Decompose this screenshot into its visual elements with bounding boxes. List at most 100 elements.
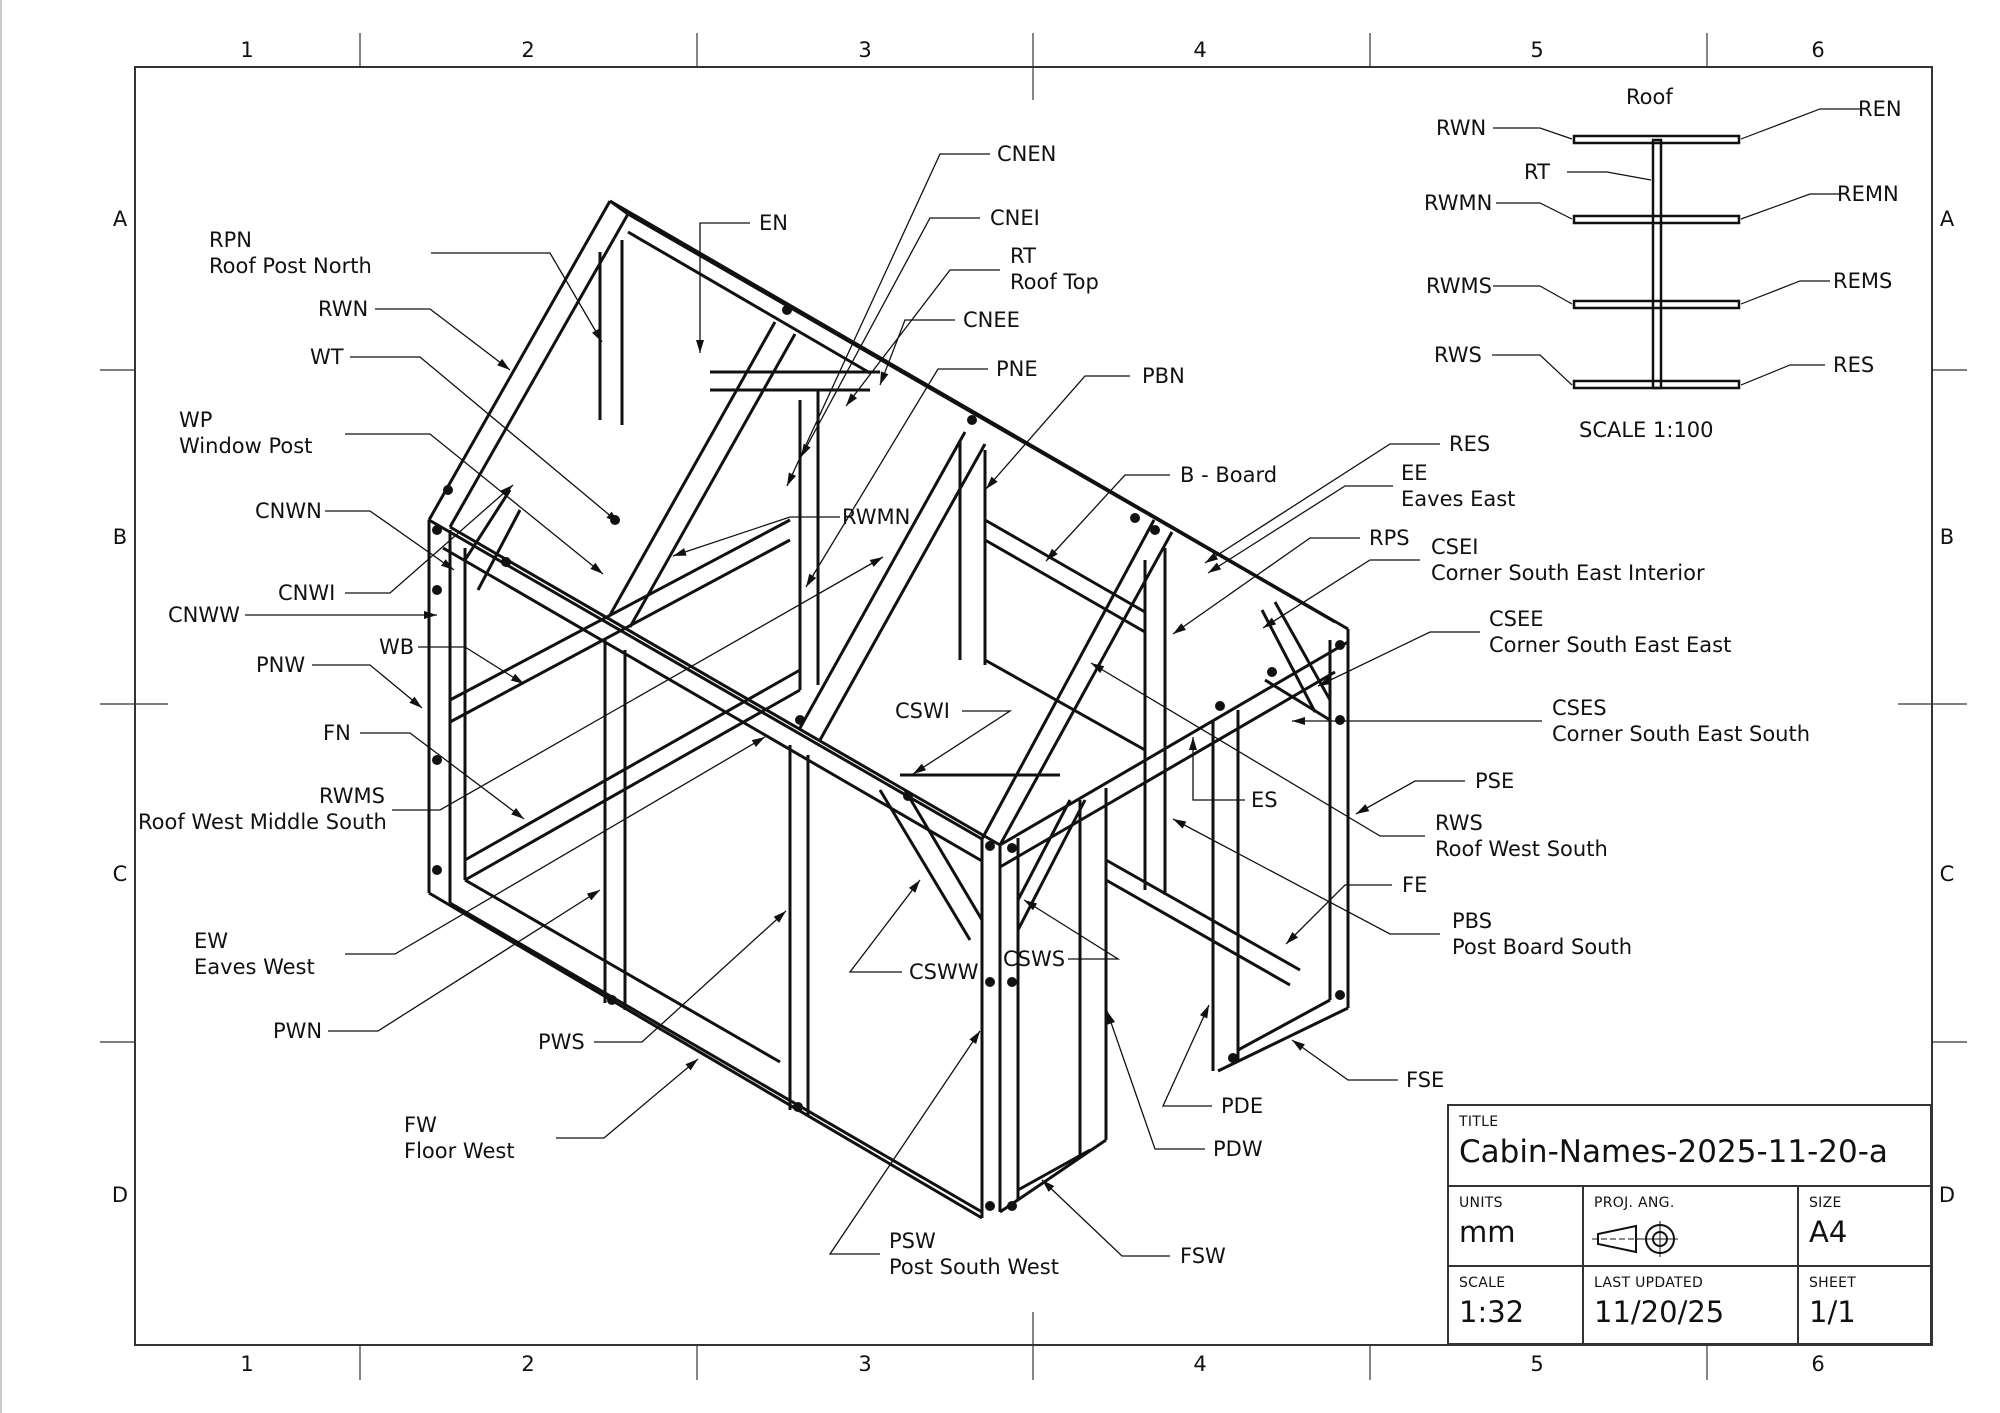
leader-line-fw bbox=[556, 1058, 699, 1139]
callout-leaders bbox=[245, 153, 1542, 1257]
arrowhead-fsw bbox=[1042, 1180, 1055, 1192]
inset-rwms-rems-bar bbox=[1572, 299, 1741, 310]
arrowhead-cses bbox=[1292, 717, 1305, 725]
arrowhead-pbs bbox=[1173, 819, 1187, 829]
arrowhead-res bbox=[1205, 552, 1219, 563]
arrowhead-csws bbox=[1024, 900, 1038, 911]
arrowhead-cnwn bbox=[441, 559, 454, 570]
post-west-north bbox=[788, 745, 810, 1115]
north-gable-east-rafter bbox=[627, 230, 871, 375]
inset-title: Roof bbox=[1626, 85, 1673, 109]
callout-code: PDE bbox=[1221, 1094, 1264, 1118]
callout-code: CSWS bbox=[1003, 947, 1066, 971]
callout-name: Eaves West bbox=[194, 955, 315, 979]
arrowhead-cnei bbox=[801, 443, 811, 457]
arrowhead-rwmn bbox=[673, 548, 687, 556]
arrowhead-pnw bbox=[409, 696, 422, 708]
leader-line-cnee bbox=[879, 319, 955, 386]
callout-wb: WB bbox=[379, 634, 414, 660]
callout-code: PDW bbox=[1213, 1137, 1263, 1161]
leader-line-rwn bbox=[375, 308, 511, 371]
post-door-west bbox=[1078, 788, 1108, 1155]
callout-code: RWMN bbox=[842, 505, 911, 529]
size-cell: SIZE A4 bbox=[1798, 1186, 1931, 1266]
arrowhead-cnen bbox=[787, 472, 797, 486]
callout-res: RES bbox=[1449, 431, 1490, 457]
callout-code: PSE bbox=[1475, 769, 1515, 793]
callout-cnww: CNWW bbox=[168, 602, 240, 628]
callout-name: Roof West Middle South bbox=[138, 810, 387, 834]
callout-pbn: PBN bbox=[1142, 363, 1185, 389]
floor-south-east bbox=[1217, 998, 1349, 1073]
leader-line-pwn bbox=[328, 889, 601, 1032]
leader-line-pde bbox=[1161, 1004, 1212, 1107]
arrowhead-rws bbox=[1091, 663, 1105, 674]
arrowhead-cnww bbox=[424, 611, 437, 619]
callout-code: PBS bbox=[1452, 909, 1493, 933]
roof-west-north-rafter bbox=[427, 199, 630, 528]
cabin-frame bbox=[427, 199, 1350, 1220]
floor-north bbox=[464, 668, 801, 882]
leader-line-wp bbox=[345, 433, 604, 575]
callout-code: PNE bbox=[996, 357, 1038, 381]
callout-name: Window Post bbox=[179, 434, 313, 458]
window-bar bbox=[449, 518, 791, 724]
callout-code: CSWW bbox=[909, 960, 979, 984]
zone-column-6-top: 6 bbox=[1811, 38, 1825, 62]
corner-north-east-braces bbox=[710, 370, 880, 392]
units-value: mm bbox=[1459, 1215, 1516, 1249]
roof-post-north bbox=[598, 240, 624, 425]
callout-board: B - Board bbox=[1180, 462, 1277, 488]
callout-pnw: PNW bbox=[256, 652, 305, 678]
callout-arrowheads bbox=[409, 328, 1370, 1192]
callout-code: PSW bbox=[889, 1229, 936, 1253]
zone-column-5-bottom: 5 bbox=[1530, 1352, 1544, 1376]
leader-line-pdw bbox=[1106, 1010, 1205, 1150]
arrowhead-fw bbox=[685, 1059, 698, 1071]
arrowhead-ew bbox=[751, 737, 765, 748]
callout-code: PWN bbox=[273, 1019, 323, 1043]
eaves-east bbox=[999, 640, 1349, 869]
post-south-west bbox=[980, 838, 1020, 1218]
leader-line-rpn bbox=[431, 252, 603, 343]
leader-line-rps bbox=[1172, 537, 1360, 635]
inset-rwmn-remn-bar bbox=[1572, 214, 1741, 225]
leader-line-fe bbox=[1285, 884, 1392, 945]
callout-code: RPN bbox=[209, 228, 252, 252]
corner-south-west-braces bbox=[878, 773, 1087, 941]
callout-fe: FE bbox=[1402, 872, 1427, 898]
scale-caption: SCALE bbox=[1459, 1275, 1506, 1291]
leader-line-pbn bbox=[985, 375, 1130, 490]
third-angle-projection-icon bbox=[1592, 1221, 1678, 1257]
zone-column-2-top: 2 bbox=[521, 38, 535, 62]
arrowhead-wp bbox=[590, 562, 603, 574]
callout-name: Floor West bbox=[404, 1139, 515, 1163]
leader-line-cswi bbox=[912, 710, 1013, 775]
arrowhead-rwn bbox=[497, 358, 510, 370]
arrowhead-cnee bbox=[880, 371, 889, 385]
leader-line-cnen bbox=[786, 153, 990, 487]
callout-code: WB bbox=[379, 635, 415, 659]
arrowhead-en bbox=[696, 340, 704, 353]
leader-line-pws bbox=[594, 910, 787, 1043]
callout-name: Eaves East bbox=[1401, 487, 1516, 511]
arrowhead-pse bbox=[1356, 804, 1370, 814]
callout-code: CNWI bbox=[278, 581, 336, 605]
callout-rps: RPS bbox=[1369, 525, 1410, 551]
callout-code: CSEI bbox=[1431, 535, 1479, 559]
inset-label-rws: RWS bbox=[1434, 343, 1482, 367]
leader-line-wt bbox=[350, 356, 620, 524]
sheet-value: 1/1 bbox=[1809, 1295, 1856, 1329]
callout-code: EE bbox=[1401, 461, 1428, 485]
zone-row-C-right: C bbox=[1939, 862, 1955, 886]
arrowhead-csei bbox=[1263, 617, 1277, 628]
title-cell: TITLE Cabin-Names-2025-11-20-a bbox=[1448, 1105, 1931, 1186]
inset-label-rt: RT bbox=[1524, 160, 1550, 184]
size-value: A4 bbox=[1809, 1215, 1848, 1249]
callout-fn: FN bbox=[323, 720, 351, 746]
